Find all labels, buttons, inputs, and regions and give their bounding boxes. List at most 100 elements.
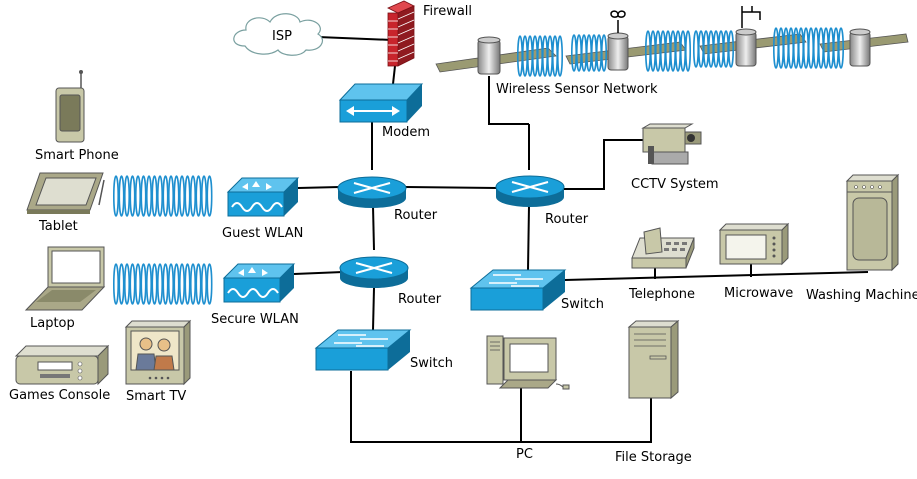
wireless-wave — [727, 30, 734, 68]
cctv-camera-icon — [641, 123, 702, 165]
wireless-wave — [812, 27, 819, 69]
file-storage-icon — [627, 319, 680, 400]
router-cctv-link — [563, 139, 645, 190]
switch-icon — [314, 329, 412, 371]
wireless-wave — [190, 175, 197, 217]
telephone-icon — [631, 227, 695, 269]
switch-right-label: Switch — [561, 297, 604, 312]
lan-bus-link — [350, 371, 652, 443]
switch-appliances-link — [564, 271, 869, 281]
router-switch-link — [527, 205, 530, 271]
wireless-wave — [140, 263, 147, 305]
smart-tv-label: Smart TV — [126, 389, 186, 404]
wireless-wave — [162, 175, 169, 217]
wireless-wave — [201, 263, 208, 305]
wireless-wave — [113, 263, 120, 305]
wireless-wave — [787, 27, 794, 69]
smart-phone-label: Smart Phone — [35, 148, 119, 163]
router-right-label: Router — [545, 212, 589, 227]
wireless-waves — [113, 175, 213, 305]
cctv-label: CCTV System — [631, 177, 719, 192]
access-point-icon — [226, 177, 300, 217]
wireless-wave — [206, 263, 213, 305]
router-icon — [495, 175, 565, 207]
wireless-sensor-network — [435, 6, 909, 77]
washing-machine-icon — [845, 173, 900, 272]
tablet-label: Tablet — [38, 219, 78, 234]
wireless-wave — [151, 263, 158, 305]
wireless-wave — [184, 175, 191, 217]
wireless-wave — [129, 175, 136, 217]
wireless-wave — [135, 263, 142, 305]
wireless-wave — [118, 175, 125, 217]
wireless-wave — [146, 263, 153, 305]
wireless-wave — [802, 27, 809, 69]
wireless-wave — [556, 35, 563, 77]
sensor-node-icon — [607, 10, 629, 71]
modem-label: Modem — [382, 125, 430, 140]
wireless-wave — [168, 175, 175, 217]
wireless-wave — [692, 30, 699, 68]
modem-icon — [338, 83, 424, 123]
wireless-wave — [570, 34, 577, 72]
smart-tv-icon — [124, 319, 192, 386]
microwave-icon — [718, 222, 790, 266]
wireless-wave — [679, 30, 686, 72]
securewlan-router-link — [293, 271, 344, 275]
wireless-wave — [782, 27, 789, 69]
wireless-wave — [807, 27, 814, 69]
firewall-modem-link — [392, 65, 396, 85]
wireless-wave — [817, 27, 824, 69]
games-console-icon — [14, 344, 110, 386]
secure-wlan-label: Secure WLAN — [211, 312, 299, 327]
wireless-waves — [516, 27, 844, 77]
wireless-wave — [113, 175, 120, 217]
router-router-link — [405, 186, 498, 189]
router-switch-left-link — [372, 287, 375, 331]
wireless-wave — [124, 175, 131, 217]
wireless-wave — [179, 263, 186, 305]
guest-wlan-label: Guest WLAN — [222, 226, 303, 241]
laptop-label: Laptop — [30, 316, 75, 331]
sensor-node-icon — [735, 6, 761, 67]
wireless-wave — [575, 34, 582, 72]
wireless-wave — [157, 263, 164, 305]
wireless-wave — [797, 27, 804, 69]
switch-left-label: Switch — [410, 356, 453, 371]
games-console-label: Games Console — [9, 388, 110, 403]
router-icon — [339, 256, 409, 288]
router-router-lower-link — [372, 205, 375, 251]
wireless-wave — [697, 30, 704, 68]
sensor-node-icon — [849, 28, 871, 67]
wsn-link — [488, 76, 529, 125]
wireless-wave — [600, 34, 607, 72]
microwave-label: Microwave — [724, 286, 793, 301]
isp-firewall-link — [317, 36, 393, 41]
firewall-icon — [387, 0, 415, 67]
wireless-wave — [195, 263, 202, 305]
access-point-icon — [222, 263, 296, 303]
laptop-icon — [24, 246, 106, 311]
smart-phone-icon — [55, 70, 85, 143]
wireless-wave — [118, 263, 125, 305]
wireless-wave — [772, 27, 779, 69]
telephone-label: Telephone — [628, 287, 695, 302]
pc-label: PC — [516, 447, 533, 462]
pc-icon — [486, 335, 570, 390]
wireless-wave — [146, 175, 153, 217]
tablet-icon — [26, 172, 105, 214]
wireless-wave — [179, 175, 186, 217]
wireless-wave — [157, 175, 164, 217]
wireless-wave — [184, 263, 191, 305]
wireless-wave — [124, 263, 131, 305]
wireless-wave — [162, 263, 169, 305]
wireless-wave — [195, 175, 202, 217]
wireless-wave — [792, 27, 799, 69]
wireless-wave — [173, 175, 180, 217]
connections — [293, 36, 869, 443]
wireless-wave — [580, 34, 587, 72]
isp-cloud-icon — [233, 13, 323, 56]
wsn-label: Wireless Sensor Network — [496, 82, 658, 97]
sensor-node-icon — [477, 36, 501, 75]
